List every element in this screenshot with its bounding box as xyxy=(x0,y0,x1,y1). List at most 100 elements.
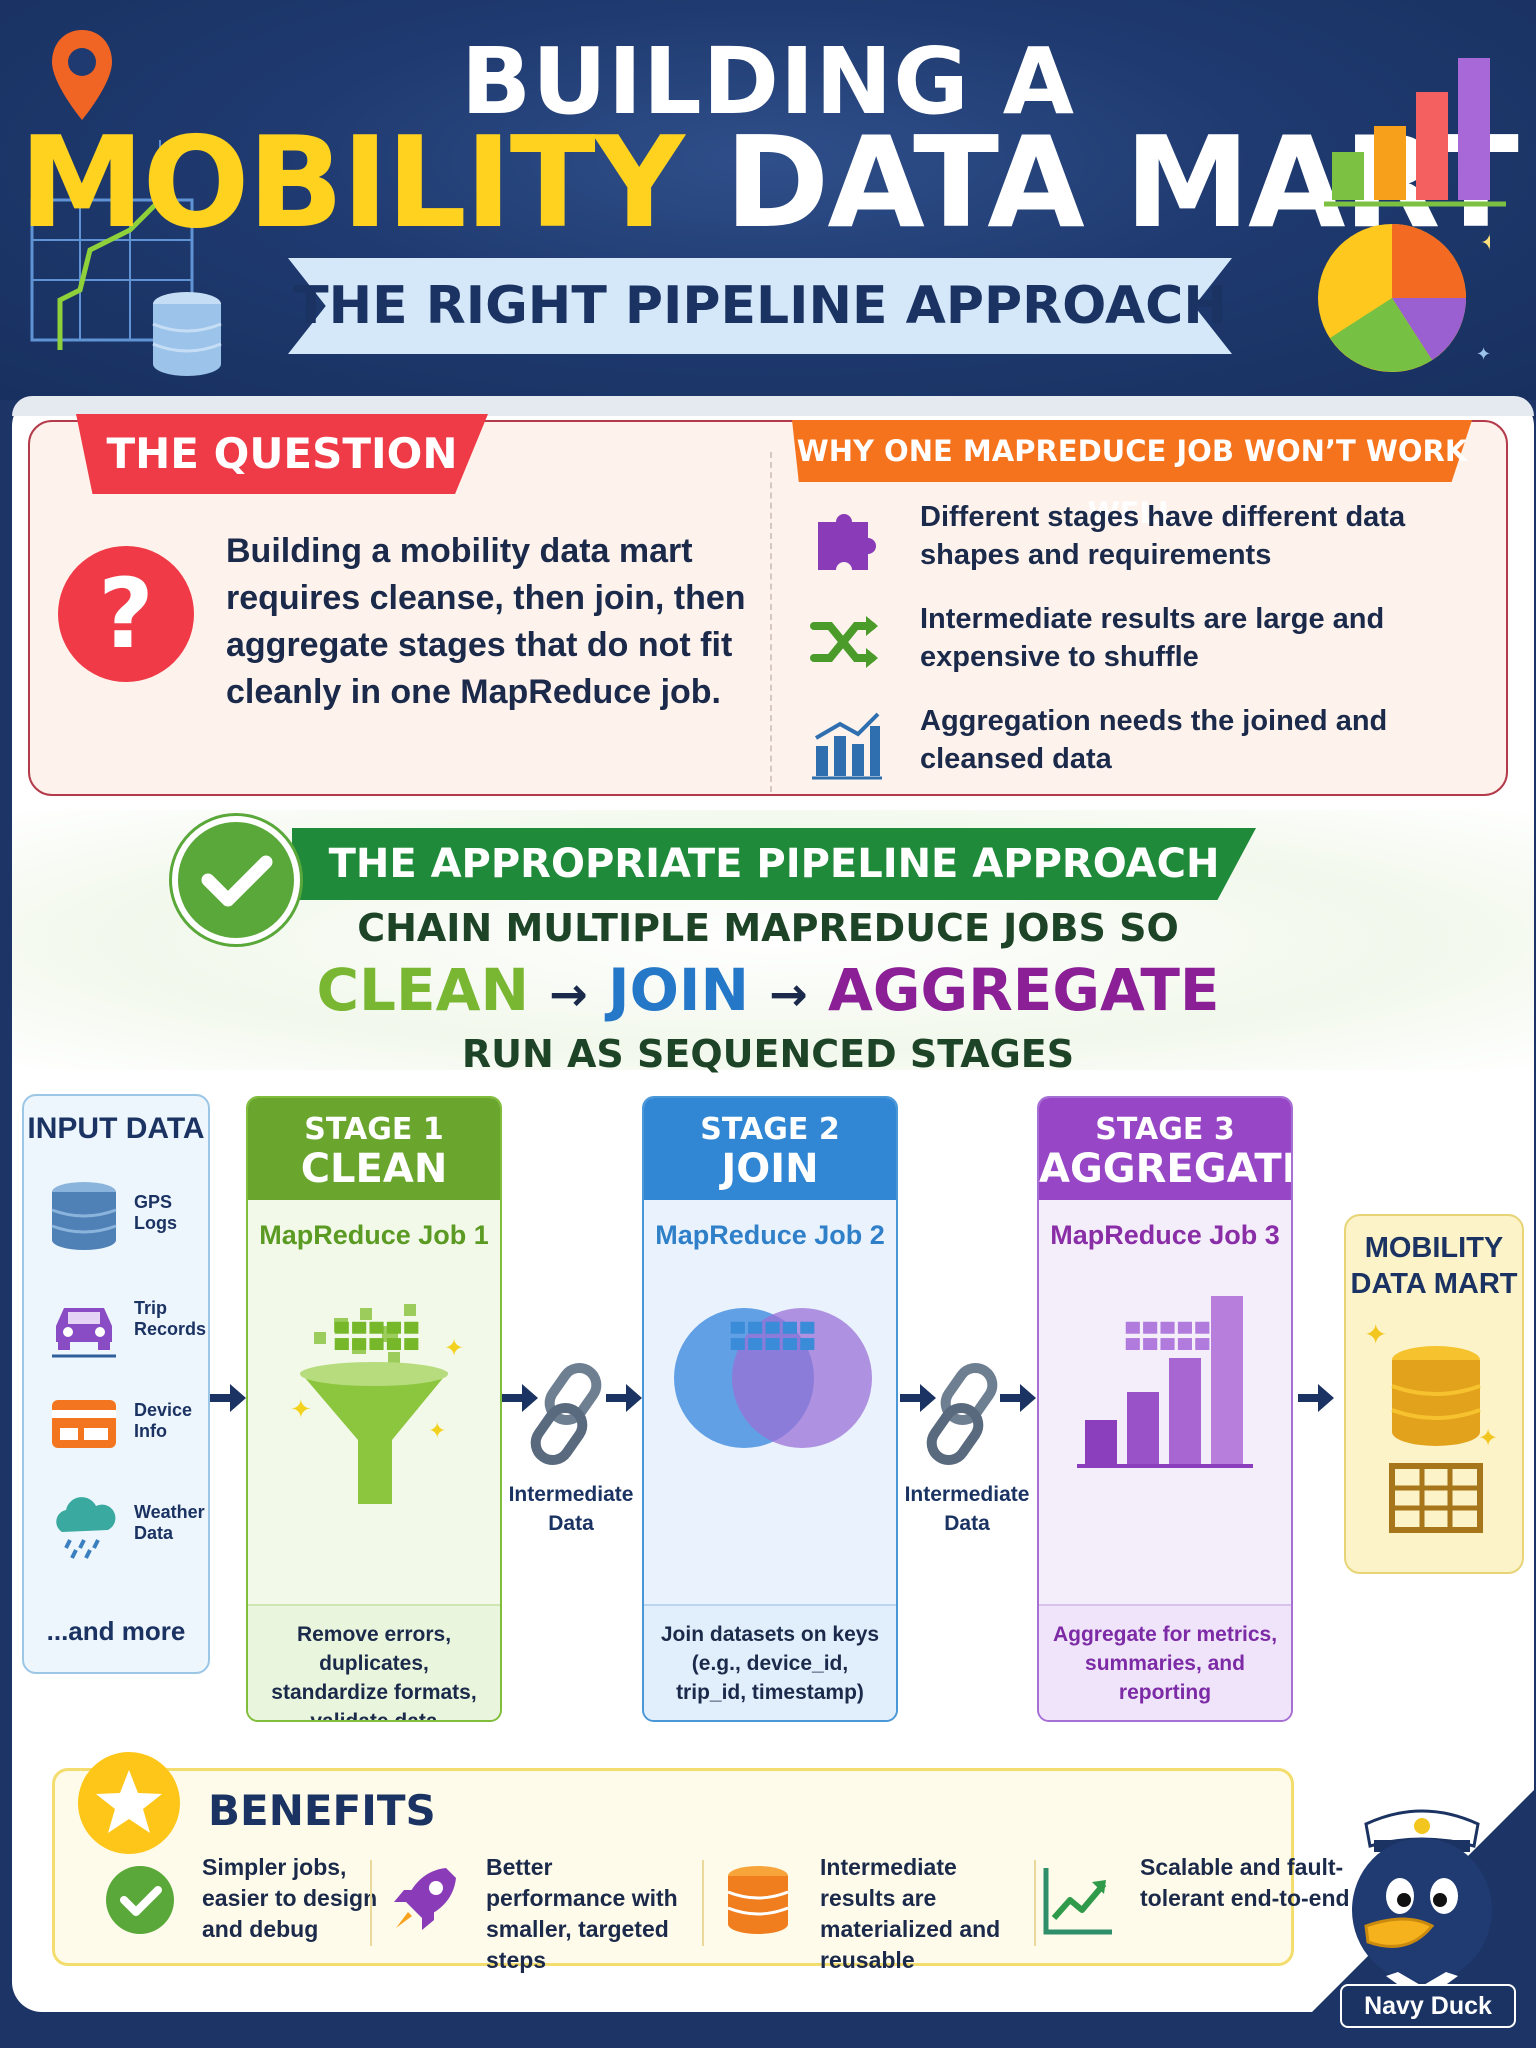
stage-number: STAGE 3 xyxy=(1095,1112,1235,1147)
input-data-title: INPUT DATA xyxy=(27,1112,205,1145)
trend-up-icon xyxy=(1043,1868,1112,1935)
reason-item: Aggregation needs the joined and cleanse… xyxy=(808,702,1468,782)
input-label: Weather Data xyxy=(134,1502,205,1543)
input-more: ...and more xyxy=(46,1616,186,1646)
reason-text: Intermediate results are large and expen… xyxy=(920,603,1385,673)
approach-line-3: RUN AS SEQUENCED STAGES xyxy=(461,1032,1075,1076)
funnel-icon: ✦ ✦ ✦ xyxy=(290,1304,464,1504)
bar-chart-icon xyxy=(1324,58,1506,207)
arrow-right-icon xyxy=(210,1384,246,1412)
star-icon xyxy=(78,1752,180,1854)
page-title: MOBILITY DATA MART xyxy=(0,120,1536,246)
map-grid-icon xyxy=(30,140,194,350)
benefit-text: Simpler jobs, easier to design and debug xyxy=(202,1854,378,1942)
stage-number: STAGE 2 xyxy=(700,1112,840,1147)
title-line-1: BUILDING A xyxy=(460,28,1076,135)
input-item: GPS Logs xyxy=(48,1180,208,1250)
question-label: THE QUESTION xyxy=(106,429,458,478)
database-icon xyxy=(152,292,222,376)
data-blocks-icon xyxy=(334,1321,419,1351)
approach-label: THE APPROPRIATE PIPELINE APPROACH xyxy=(328,841,1220,887)
question-ribbon xyxy=(76,414,488,494)
divider xyxy=(702,1860,704,1946)
svg-text:✦: ✦ xyxy=(290,1395,312,1425)
svg-text:✦: ✦ xyxy=(1364,1318,1387,1351)
bar-chart-icon xyxy=(1077,1296,1253,1468)
stage-header: STAGE 2 JOIN xyxy=(644,1098,896,1200)
chain-link-icon xyxy=(530,1362,602,1466)
divider xyxy=(770,452,772,792)
stage-description: Remove errors, duplicates, standardize f… xyxy=(248,1604,500,1720)
svg-text:✦: ✦ xyxy=(1476,344,1490,365)
flow-aggregate: AGGREGATE xyxy=(827,956,1220,1024)
approach-line-1: CHAIN MULTIPLE MAPREDUCE JOBS SO xyxy=(357,906,1179,950)
flow-arrow: → xyxy=(769,967,808,1021)
benefits-title: BENEFITS xyxy=(208,1786,436,1835)
flow-join: JOIN xyxy=(608,956,750,1024)
stage-description: Aggregate for metrics, summaries, and re… xyxy=(1039,1604,1291,1720)
pie-chart-icon: ✦ ✦ xyxy=(1318,224,1490,372)
question-mark-icon: ? xyxy=(58,546,194,682)
arrow-right-icon xyxy=(900,1384,936,1412)
stage-description: Join datasets on keys (e.g., device_id, … xyxy=(644,1604,896,1720)
stage-job: MapReduce Job 1 xyxy=(259,1220,489,1250)
title-highlight: MOBILITY xyxy=(19,109,685,256)
puzzle-icon xyxy=(818,514,876,570)
why-ribbon xyxy=(792,420,1472,482)
stage-header: STAGE 3 AGGREGATE xyxy=(1039,1098,1291,1200)
input-item: Device Info xyxy=(48,1388,208,1458)
input-label: GPS Logs xyxy=(134,1192,177,1233)
input-item: Weather Data xyxy=(48,1490,208,1560)
svg-text:✦: ✦ xyxy=(1480,231,1490,256)
stage-number: STAGE 1 xyxy=(304,1112,444,1147)
data-mart-icon: ✦ ✦ xyxy=(1364,1318,1498,1533)
intermediate-data-label: Intermediate Data xyxy=(904,1483,1030,1535)
divider xyxy=(1034,1860,1036,1946)
bar-chart-icon xyxy=(812,712,882,780)
navy-duck-mascot-icon xyxy=(1352,1809,1492,2002)
arrow-right-icon xyxy=(1298,1384,1334,1412)
svg-text:✦: ✦ xyxy=(1478,1424,1498,1452)
database-stack-icon xyxy=(727,1866,789,1934)
shuffle-icon xyxy=(810,616,878,668)
chain-link-icon xyxy=(926,1362,998,1466)
divider xyxy=(370,1860,372,1946)
input-item: Trip Records xyxy=(48,1286,208,1358)
stage-aggregate: STAGE 3 AGGREGATE MapReduce Job 3 Aggreg… xyxy=(1037,1096,1293,1722)
stage-job: MapReduce Job 2 xyxy=(655,1220,885,1250)
database-icon xyxy=(51,1182,117,1250)
approach-ribbon xyxy=(292,828,1256,900)
question-text: Building a mobility data mart requires c… xyxy=(226,532,746,711)
reason-text: Aggregation needs the joined and cleanse… xyxy=(920,705,1388,775)
approach-flow: CLEAN → JOIN → AGGREGATE xyxy=(0,956,1536,1024)
stage-name: AGGREGATE xyxy=(1039,1146,1293,1192)
stage-job: MapReduce Job 3 xyxy=(1050,1220,1280,1250)
car-icon xyxy=(52,1308,116,1358)
data-mart-title: MOBILITY DATA MART xyxy=(1350,1232,1518,1300)
rocket-icon xyxy=(394,1868,456,1930)
data-blocks-icon xyxy=(1125,1321,1210,1351)
map-pin-icon xyxy=(52,30,112,120)
subtitle-ribbon xyxy=(288,258,1232,354)
mascot-label: Navy Duck xyxy=(1340,1984,1516,2028)
stage-header: STAGE 1 CLEAN xyxy=(248,1098,500,1200)
input-label: Trip Records xyxy=(134,1298,207,1339)
flow-arrow: → xyxy=(549,967,588,1021)
data-blocks-icon xyxy=(730,1321,815,1351)
svg-text:✦: ✦ xyxy=(428,1419,446,1444)
stage-join: STAGE 2 JOIN MapReduce Job 2 Join datase… xyxy=(642,1096,898,1722)
check-circle-icon xyxy=(106,1866,174,1934)
check-icon xyxy=(172,816,300,944)
reason-item: Different stages have different data sha… xyxy=(808,498,1468,578)
rain-cloud-icon xyxy=(56,1497,116,1559)
stage-name: CLEAN xyxy=(300,1146,448,1192)
arrow-right-icon xyxy=(606,1384,642,1412)
reason-text: Different stages have different data sha… xyxy=(920,501,1406,571)
svg-text:✦: ✦ xyxy=(444,1334,464,1362)
stage-name: JOIN xyxy=(721,1146,819,1192)
benefit-text: Better performance with smaller, targete… xyxy=(486,1854,678,1973)
header: BUILDING A MOBILITY DATA MART THE RIGHT … xyxy=(0,0,1536,400)
benefit-text: Intermediate results are materialized an… xyxy=(820,1854,1001,1973)
intermediate-data-label: Intermediate Data xyxy=(508,1483,634,1535)
arrow-right-icon xyxy=(502,1384,538,1412)
